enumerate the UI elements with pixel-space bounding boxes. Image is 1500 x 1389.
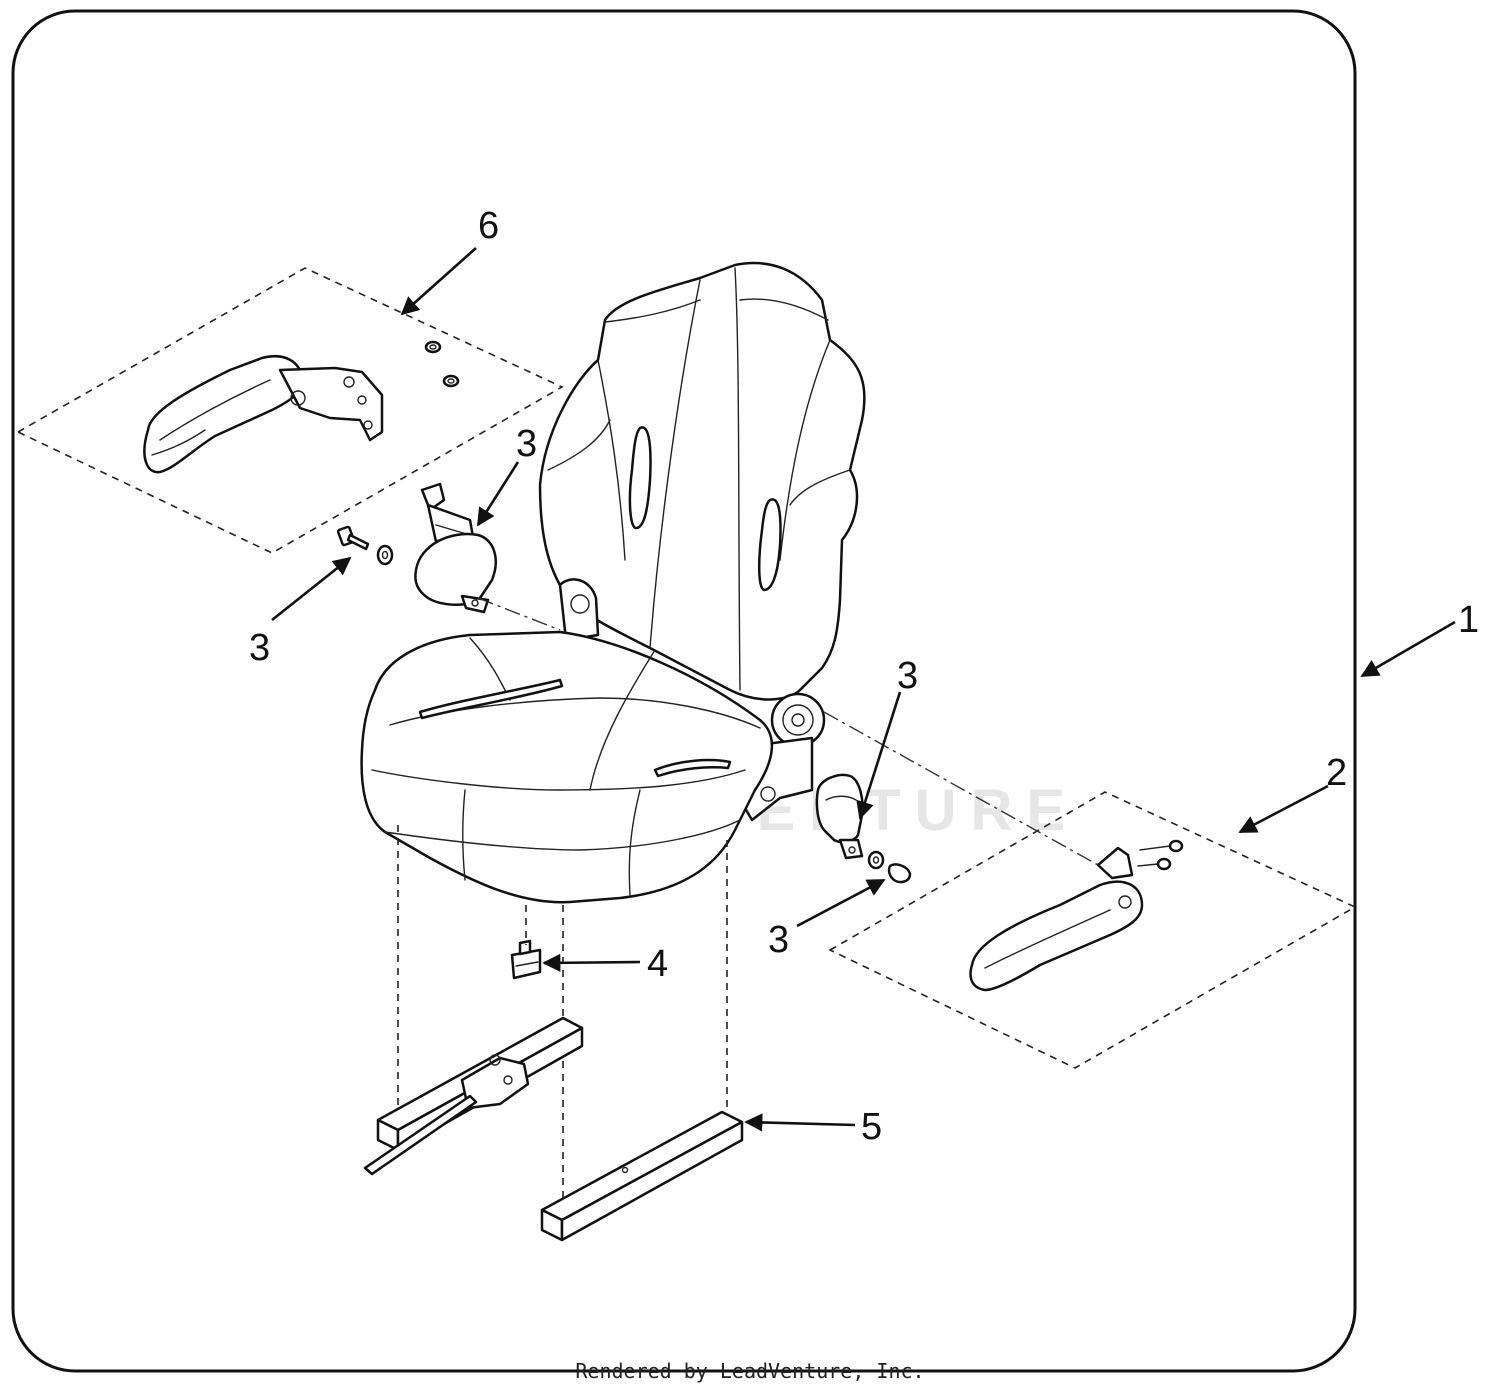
callout-2: 2 — [1326, 752, 1347, 794]
left-armrest-nuts — [424, 340, 460, 388]
callout-4: 4 — [647, 943, 668, 985]
right-armrest-bracket — [1096, 846, 1134, 880]
left-armrest-box — [16, 267, 564, 554]
seat-belt-buckle — [815, 773, 912, 884]
callout-3-bolt-right: 3 — [768, 919, 789, 961]
seat-switch — [510, 939, 542, 980]
leader-3b — [271, 556, 352, 622]
left-armrest-pad — [143, 355, 304, 474]
right-armrest-screws — [1137, 839, 1184, 871]
left-belt-bolt — [336, 525, 394, 566]
seat-slide-rails — [363, 1016, 744, 1242]
seat-cushion-shell — [360, 630, 774, 904]
render-credit: Rendered by LeadVenture, Inc. — [575, 1359, 924, 1383]
left-armrest-bracket — [278, 366, 384, 442]
leader-3c — [856, 691, 902, 820]
leader-4 — [542, 953, 641, 972]
callout-3-bolt-left: 3 — [249, 627, 270, 669]
right-armrest-kit — [828, 791, 1357, 1069]
assembly-frame — [11, 9, 1357, 1373]
leader-3a — [476, 461, 520, 527]
seat-belt-retractor — [336, 482, 497, 614]
leader-5 — [744, 1113, 856, 1132]
callout-3-belt-left: 3 — [516, 423, 537, 465]
right-slide-rail — [540, 1110, 744, 1222]
recline-knob — [770, 692, 826, 748]
seat-back — [538, 261, 866, 822]
left-armrest-kit — [16, 267, 564, 554]
leader-6 — [400, 247, 477, 316]
leader-3d — [796, 878, 886, 928]
seat-cushion — [360, 630, 774, 904]
leader-1 — [1360, 620, 1456, 678]
right-belt-bolt — [867, 850, 912, 884]
centerline-left-belt — [477, 597, 561, 631]
callout-1: 1 — [1458, 599, 1479, 641]
slide-release-lever — [363, 1094, 478, 1176]
seat-back-shell — [538, 261, 866, 701]
callout-6: 6 — [478, 205, 499, 247]
callout-3-buckle-right: 3 — [897, 655, 918, 697]
leader-2 — [1238, 784, 1329, 834]
right-armrest-box — [828, 791, 1357, 1069]
right-armrest-pad — [969, 880, 1144, 992]
callout-5: 5 — [861, 1106, 882, 1148]
centerline-right-armrest — [823, 711, 1099, 866]
